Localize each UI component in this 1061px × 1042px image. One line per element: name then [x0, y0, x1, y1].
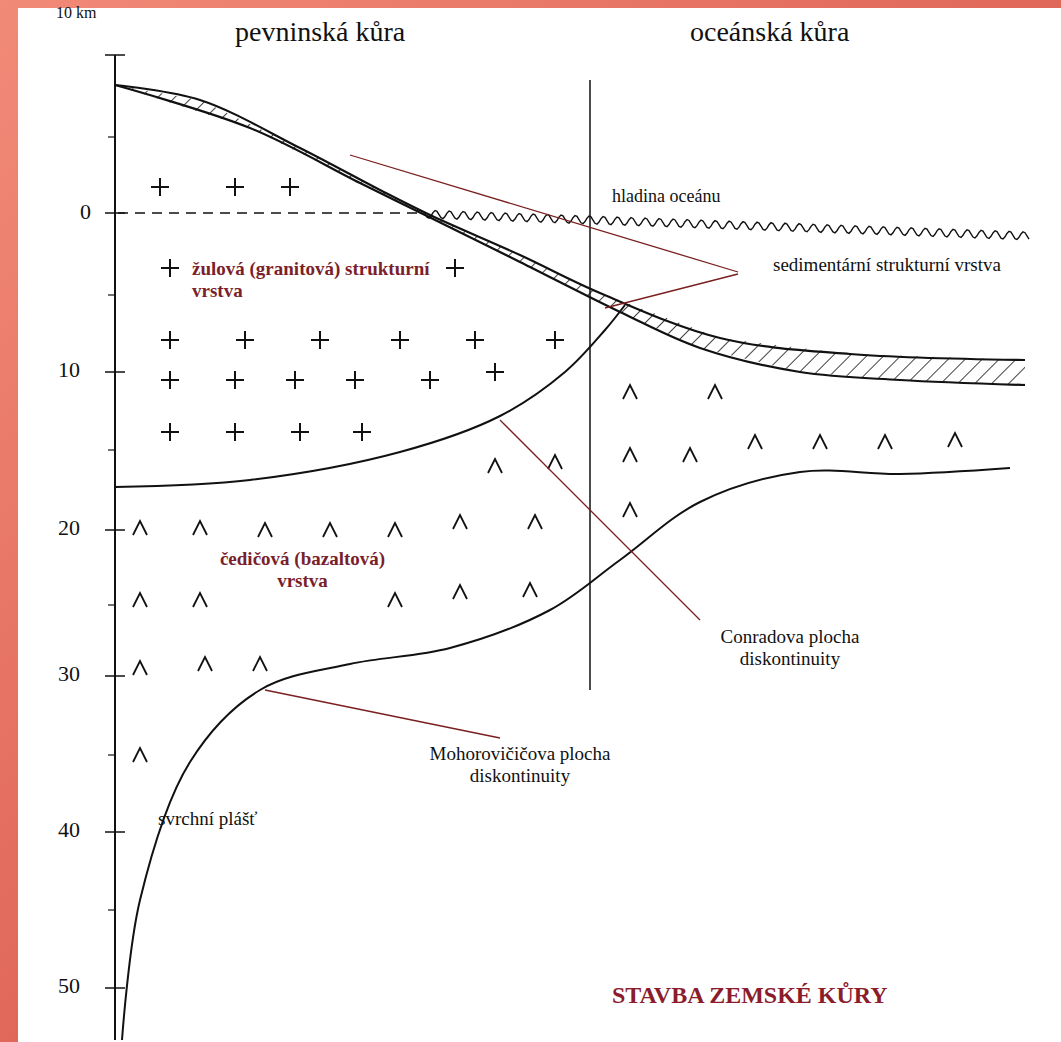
layer-label: žulová (granitová) strukturní vrstva — [192, 258, 442, 302]
axis-tick — [105, 831, 125, 833]
basalt-symbol — [623, 503, 637, 517]
ocean-surface — [425, 210, 1029, 239]
axis-value: 10 — [58, 357, 80, 382]
granite-symbol — [236, 331, 254, 349]
basalt-symbol — [133, 661, 147, 675]
granite-symbol — [466, 331, 484, 349]
diagram-title: STAVBA ZEMSKÉ KŮRY — [612, 982, 888, 1010]
granite-symbol — [286, 371, 304, 389]
axis-tick — [108, 909, 115, 910]
granite-symbol — [161, 331, 179, 349]
basalt-symbol — [813, 435, 827, 449]
axis-tick — [108, 294, 115, 295]
discontinuity-label: Mohorovičičova plocha diskontinuity — [395, 743, 645, 787]
granite-symbol — [346, 371, 364, 389]
basalt-symbol — [623, 385, 637, 399]
leader-line — [265, 690, 500, 738]
axis-tick — [105, 987, 125, 989]
basalt-symbol — [323, 523, 337, 537]
axis-unit: 10 km — [56, 4, 96, 22]
sediment-layer — [115, 85, 1025, 385]
basalt-symbol — [683, 448, 697, 462]
basalt-symbol — [193, 593, 207, 607]
moho-boundary — [122, 468, 1010, 1040]
axis-value: 0 — [80, 199, 91, 224]
basalt-symbol — [193, 521, 207, 535]
axis-value: 50 — [58, 973, 80, 998]
granite-symbol — [226, 178, 244, 196]
granite-symbol — [546, 331, 564, 349]
axis-value: 30 — [58, 661, 80, 686]
basalt-symbol — [253, 657, 267, 671]
leader-line — [500, 420, 700, 620]
axis-tick — [105, 529, 125, 531]
granite-symbol — [161, 371, 179, 389]
layer-label: čedičová (bazaltová) vrstva — [210, 548, 395, 592]
basalt-symbol — [623, 448, 637, 462]
discontinuity-label: Conradova plocha diskontinuity — [680, 626, 900, 670]
basalt-symbol — [388, 593, 402, 607]
basalt-symbol — [133, 521, 147, 535]
axis-tick — [105, 675, 125, 677]
granite-symbol — [161, 423, 179, 441]
basalt-symbol — [453, 515, 467, 529]
basalt-symbol — [133, 593, 147, 607]
basalt-symbol — [878, 435, 892, 449]
depth-axis — [114, 55, 116, 1040]
crust-divider — [589, 80, 591, 690]
granite-symbol — [391, 331, 409, 349]
axis-tick — [108, 604, 115, 605]
basalt-symbol — [523, 583, 537, 597]
granite-symbol — [161, 259, 179, 277]
granite-symbol — [486, 363, 504, 381]
basalt-symbol — [133, 748, 147, 762]
granite-symbol — [226, 423, 244, 441]
granite-symbol — [291, 423, 309, 441]
basalt-symbol — [548, 455, 562, 469]
axis-tick — [108, 449, 115, 450]
axis-value: 20 — [58, 515, 80, 540]
granite-symbol — [421, 371, 439, 389]
granite-symbol — [151, 178, 169, 196]
axis-tick — [108, 754, 115, 755]
basalt-symbol — [388, 523, 402, 537]
basalt-symbol — [453, 585, 467, 599]
granite-symbol — [281, 178, 299, 196]
basalt-symbol — [528, 515, 542, 529]
basalt-symbol — [488, 459, 502, 473]
leader-line — [350, 155, 738, 272]
basalt-symbol — [748, 435, 762, 449]
basalt-symbol — [258, 523, 272, 537]
layer-label: svrchní plášť — [158, 808, 257, 830]
axis-tick — [108, 136, 115, 137]
surface-label: hladina oceánu — [612, 186, 720, 207]
sea-level — [118, 212, 425, 214]
basalt-symbol — [948, 433, 962, 447]
axis-value: 40 — [58, 817, 80, 842]
region-heading: pevninská kůra — [235, 16, 405, 48]
axis-tick — [105, 54, 125, 56]
region-heading: oceánská kůra — [690, 16, 849, 48]
basalt-symbol — [708, 385, 722, 399]
granite-symbol — [226, 371, 244, 389]
granite-symbol — [446, 259, 464, 277]
layer-label: sedimentární strukturní vrstva — [742, 254, 1032, 276]
basalt-symbol — [198, 657, 212, 671]
axis-tick — [105, 371, 125, 373]
layer-boundary — [115, 85, 1025, 385]
conrad-boundary — [115, 305, 625, 487]
granite-symbol — [353, 423, 371, 441]
granite-symbol — [311, 331, 329, 349]
leader-line — [605, 274, 738, 308]
